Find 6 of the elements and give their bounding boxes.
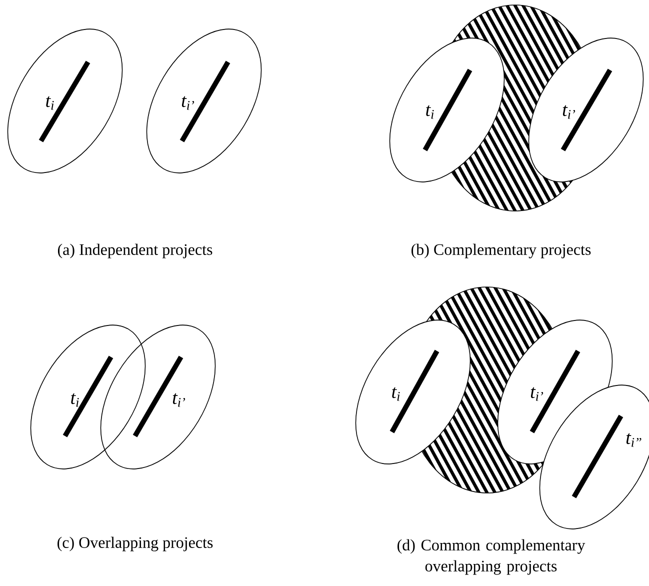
caption: (a) Independent projects (58, 244, 212, 258)
node-label: t$_{i’}$ (562, 105, 576, 119)
caption: (d) Common complementary overlapping projects (398, 539, 586, 575)
node-label: t$_{i”}$ (626, 433, 642, 447)
caption: (b) Complementary projects (412, 244, 591, 258)
caption: (c) Overlapping projects (58, 536, 213, 552)
